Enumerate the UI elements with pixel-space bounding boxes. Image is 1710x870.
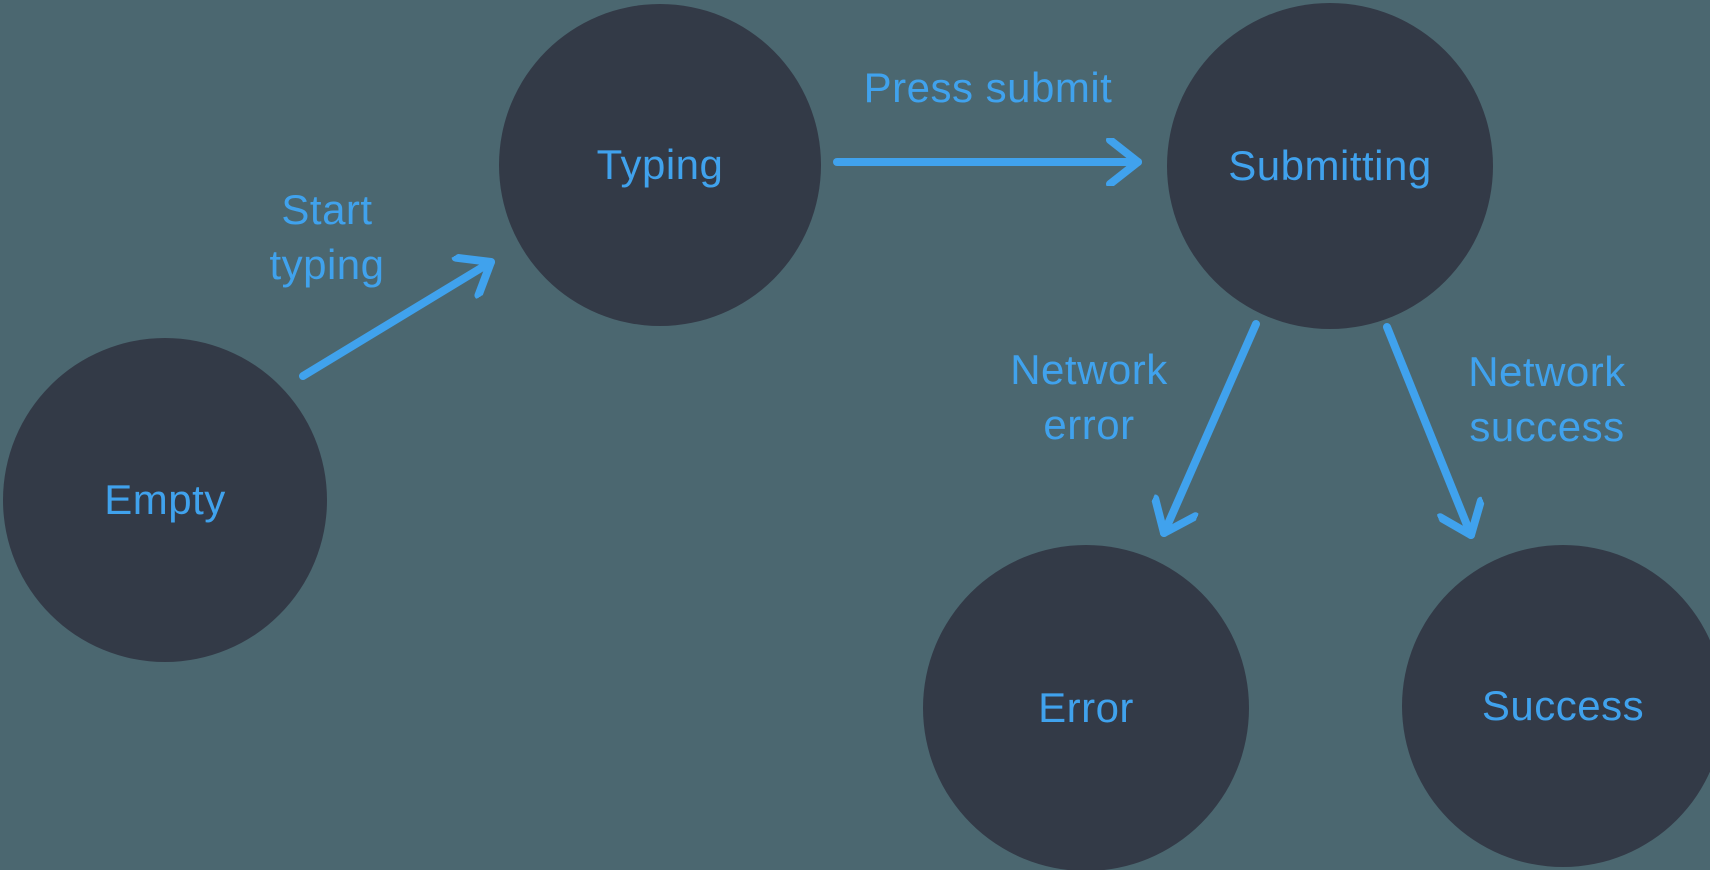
edge-label-network-success: Network success <box>1387 344 1707 454</box>
state-node-submitting: Submitting <box>1167 3 1493 329</box>
edge-label-line: Network <box>1468 348 1626 395</box>
edge-label-press-submit: Press submit <box>828 60 1148 115</box>
node-label-empty: Empty <box>104 476 226 523</box>
state-node-typing: Typing <box>499 4 821 326</box>
state-node-empty: Empty <box>3 338 327 662</box>
node-label-success: Success <box>1481 682 1645 729</box>
edge-label-line: Start <box>281 186 373 233</box>
state-node-success: Success <box>1402 545 1710 867</box>
edge-label-line: error <box>1043 401 1135 448</box>
edge-label-line: Press submit <box>863 64 1113 111</box>
edge-label-line: typing <box>269 241 385 288</box>
edge-label-start-typing: Start typing <box>167 182 487 292</box>
node-label-typing: Typing <box>596 141 724 188</box>
edge-label-line: Network <box>1010 346 1168 393</box>
node-label-error: Error <box>1038 684 1134 731</box>
edge-label-line: success <box>1469 403 1625 450</box>
state-node-error: Error <box>923 545 1249 870</box>
node-label-submitting: Submitting <box>1228 142 1432 189</box>
edge-label-network-error: Network error <box>929 342 1249 452</box>
